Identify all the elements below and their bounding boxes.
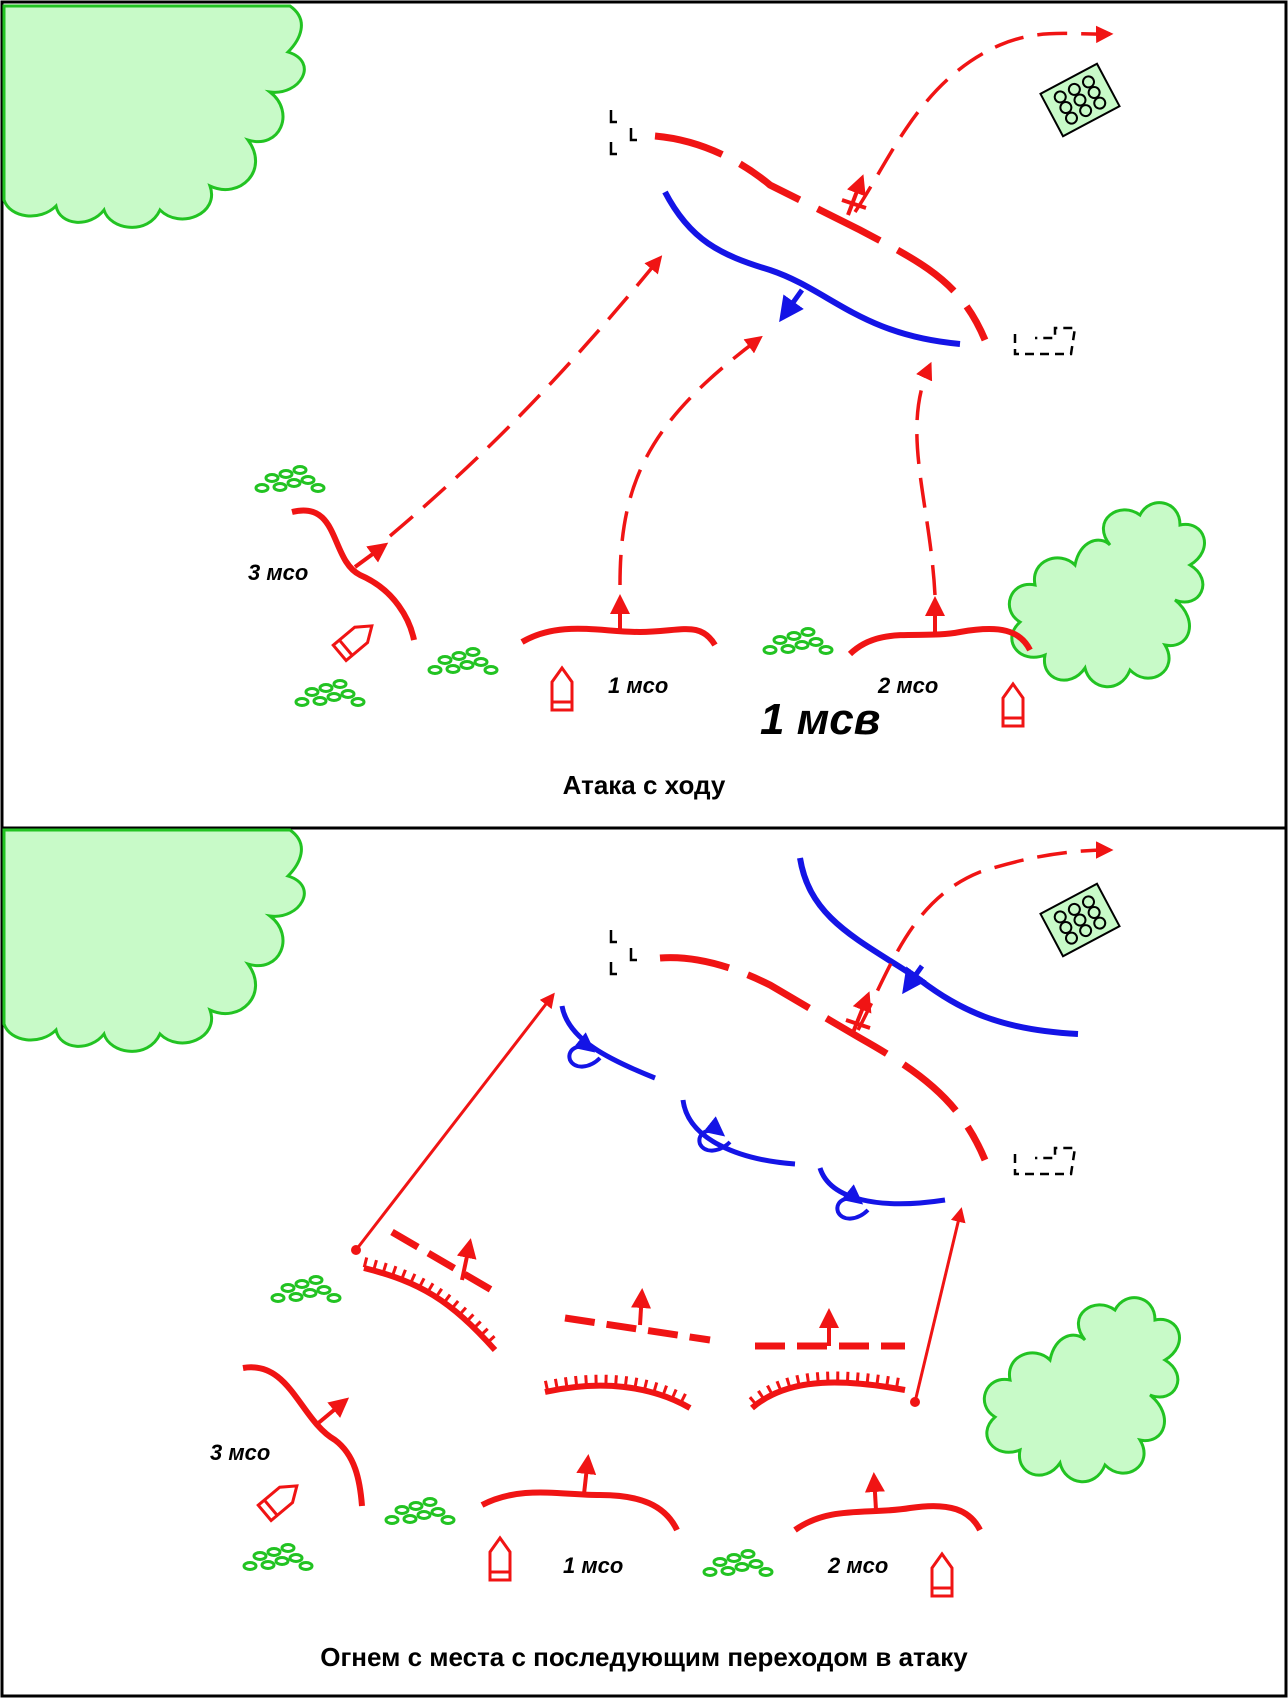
bush-icon [1007,501,1206,689]
platoon-marker-icon [609,108,619,124]
company-line [793,1503,983,1533]
enemy-line [817,1167,946,1207]
company-line [480,1489,680,1532]
vehicle-icon [550,666,574,712]
forest-icon [2,828,306,1053]
arrow-icon [576,1454,597,1495]
vehicle-icon [256,1476,305,1523]
objective-line [654,132,989,342]
arrow-icon [354,992,555,1251]
fire-position-line [544,1382,692,1411]
arrow-icon [618,335,763,586]
shrub-cluster-icon [254,465,326,493]
arrow-icon [850,991,872,1036]
arrow-icon [388,255,663,538]
arrow-icon [314,1397,350,1427]
bottom-panel: 3 мсо 1 мсо 2 мсо Огнем с места с послед… [2,828,1181,1672]
divider [841,198,867,210]
unit-label: 3 мсо [248,560,308,585]
platoon-marker-icon [609,928,619,944]
enemy-position-icon [1039,882,1121,958]
unit-label: 1 мсо [563,1553,623,1578]
arrow-icon [913,1207,966,1403]
bush-icon [982,1296,1181,1484]
battalion-label: 1 мсв [760,695,880,744]
panel-caption: Атака с ходу [563,770,726,800]
shrub-cluster-icon [762,627,834,655]
vehicle-icon [1001,682,1025,728]
unit-label: 1 мсо [608,673,668,698]
shrub-cluster-icon [270,1275,342,1303]
divider [845,1018,871,1030]
vehicle-icon [930,1552,954,1598]
arrow-icon [864,1472,885,1511]
shrub-cluster-icon [427,647,499,675]
panel-caption: Огнем с места с последующим переходом в … [320,1642,968,1672]
shrub-cluster-icon [384,1497,456,1525]
deployment-line [390,1228,497,1296]
vehicle-icon [331,616,380,663]
arrow-icon [856,841,1114,1031]
platoon-marker-icon [609,960,619,976]
enemy-line [559,1005,656,1081]
platoon-marker-icon [1013,1146,1077,1176]
arrow-icon [456,1238,477,1281]
waypoint-dot [351,1245,361,1255]
enemy-line [662,190,961,347]
unit-label: 2 мсо [827,1553,888,1578]
top-panel: 3 мсо 1 мсо 2 мсо 1 мсв Атака с ходу [2,4,1206,800]
arrow-icon [846,174,866,216]
forest-icon [2,4,306,229]
enemy-line [797,857,1079,1037]
shrub-cluster-icon [242,1543,314,1571]
fire-position-line [750,1379,906,1411]
shrub-cluster-icon [702,1549,774,1577]
arrow-icon [902,964,927,995]
deployment-line [564,1314,711,1344]
unit-label: 2 мсо [877,673,938,698]
arrow-icon [853,25,1114,213]
platoon-marker-icon [609,140,619,156]
waypoint-dot [910,1397,920,1407]
arrow-icon [353,542,389,569]
platoon-marker-icon [629,946,639,962]
vehicle-icon [488,1536,512,1582]
enemy-position-icon [1039,62,1121,138]
company-line [520,625,718,647]
company-line [242,1364,365,1507]
company-line [291,507,417,641]
shrub-cluster-icon [294,679,366,707]
unit-label: 3 мсо [210,1440,270,1465]
arrow-icon [779,288,805,323]
enemy-line [680,1099,796,1167]
arrow-icon [631,1288,652,1326]
company-line [847,626,1033,657]
platoon-marker-icon [629,126,639,142]
platoon-marker-icon [1013,326,1077,356]
objective-line [659,954,989,1162]
arrow-icon [915,361,937,596]
